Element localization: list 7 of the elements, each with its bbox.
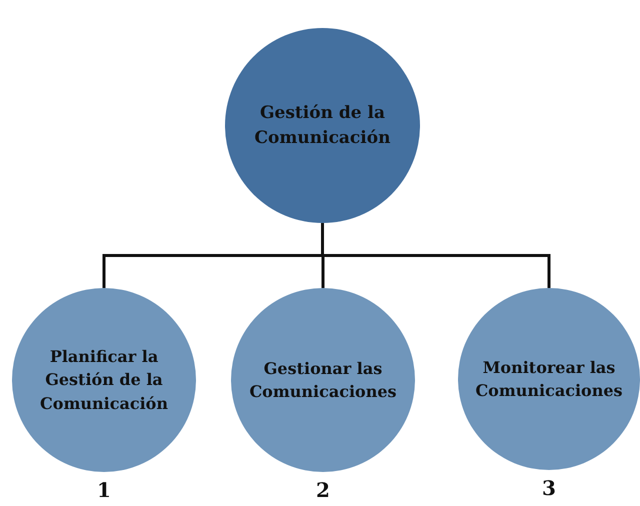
step-number: 1 — [96, 478, 112, 502]
topic-label: Planificar la Gestión de la Comunicación — [39, 346, 169, 415]
topic-label: Gestionar las Comunicaciones — [248, 358, 398, 403]
step-number: 2 — [315, 478, 331, 502]
topic-label: Monitorear las Comunicaciones — [474, 356, 624, 402]
topic-label: Gestión de la Comunicación — [254, 102, 392, 150]
step-number: 3 — [541, 476, 557, 500]
